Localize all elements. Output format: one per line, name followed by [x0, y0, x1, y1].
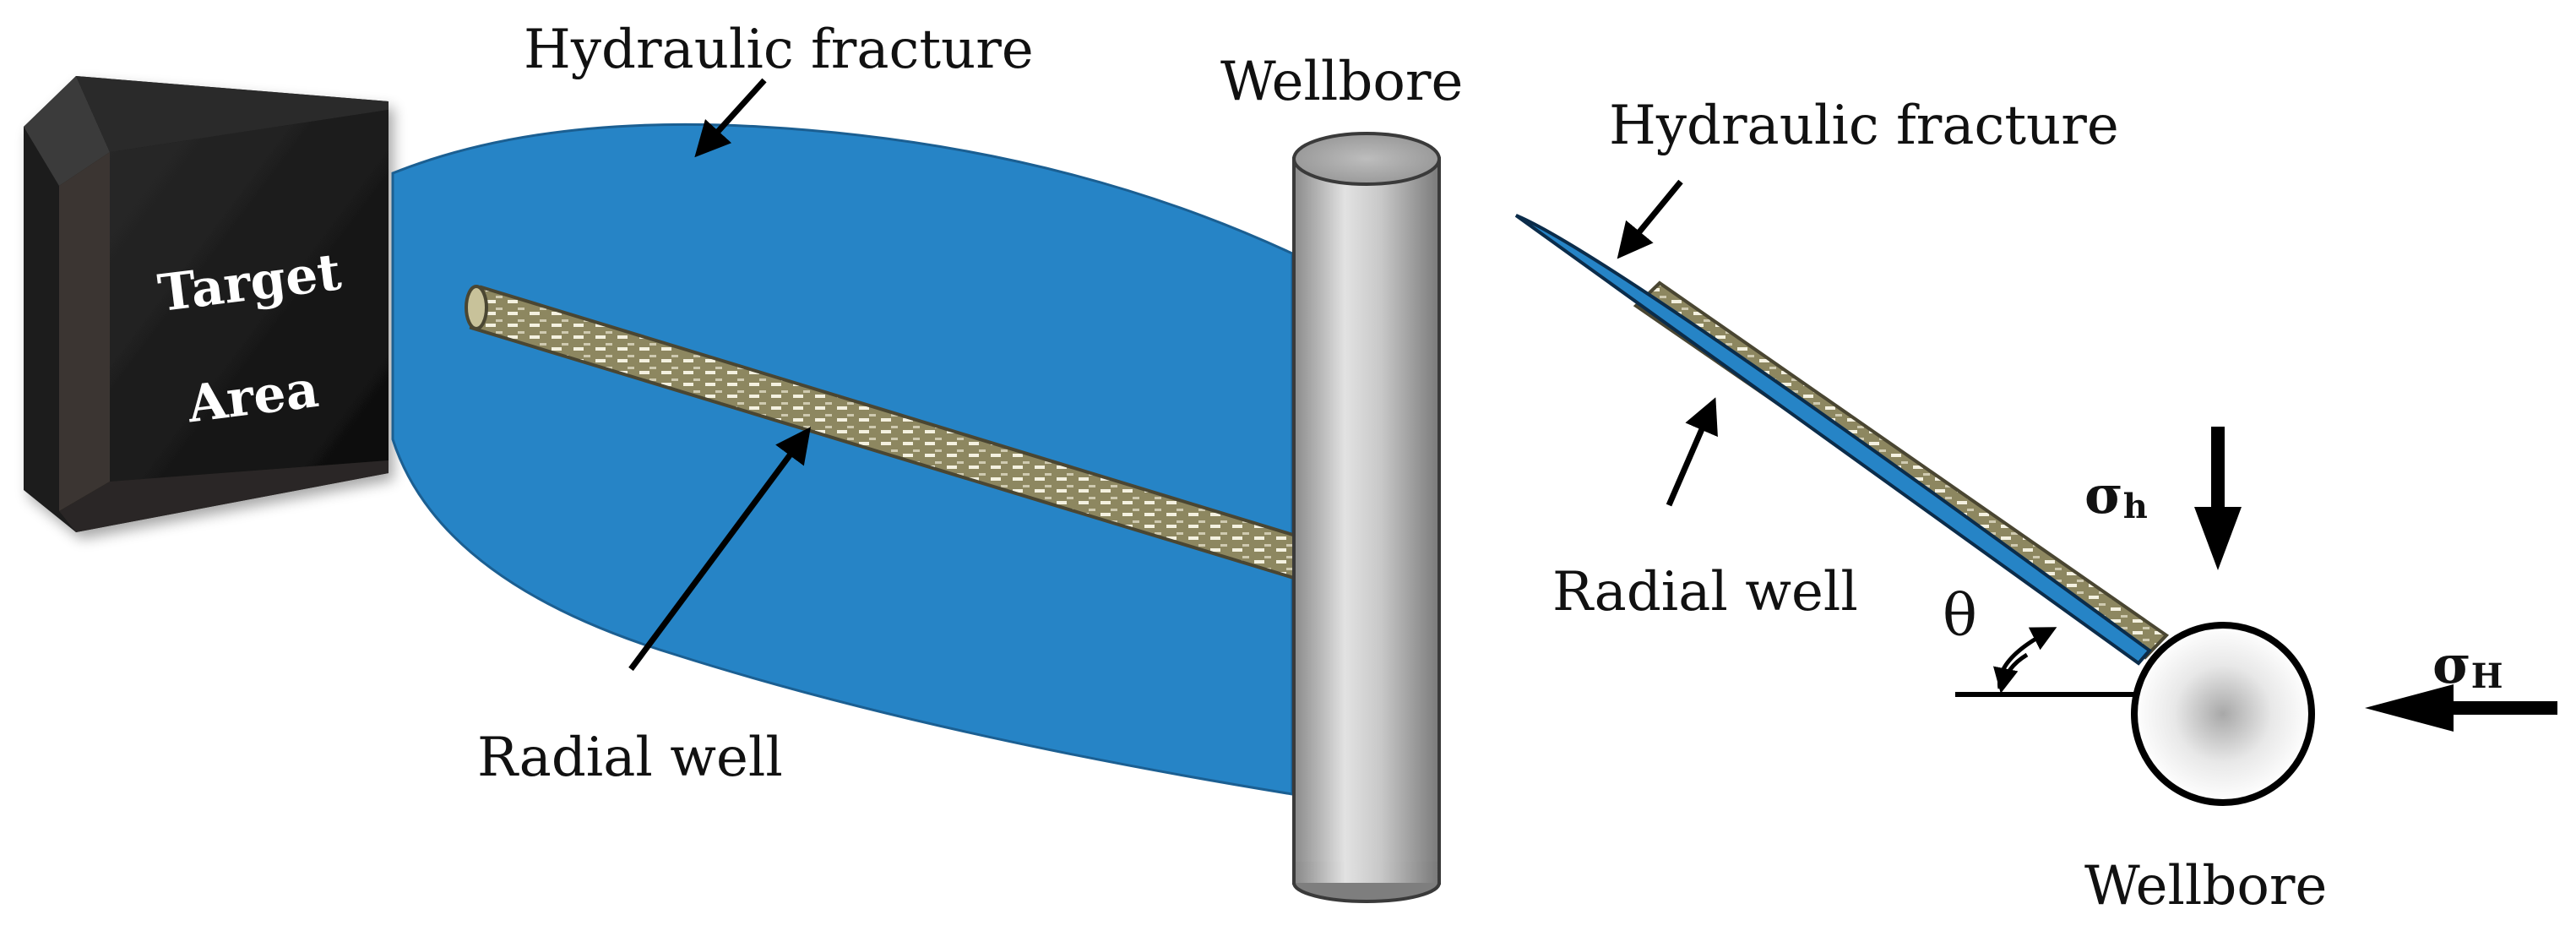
right-wellbore-circle — [2131, 622, 2315, 806]
hydraulic-fracture-plane — [391, 122, 1294, 796]
theta-label: θ — [1943, 583, 1977, 650]
right-panel: θ σh σH Hydraulic fracture Radial well W… — [1514, 95, 2557, 917]
sigma-H-subscript: H — [2471, 656, 2503, 696]
left-panel: Target Area Hydraulic fracture Wellbore … — [24, 19, 1463, 903]
left-radial-well-arrow — [628, 427, 812, 672]
sigma-H-symbol: σ — [2432, 634, 2471, 695]
sigma-H-arrow — [2365, 684, 2557, 732]
left-fracture-arrow — [694, 78, 767, 158]
right-wellbore-label: Wellbore — [2084, 855, 2327, 917]
sigma-h-label: σh — [2084, 464, 2148, 526]
box-front — [110, 110, 389, 482]
sigma-h-subscript: h — [2123, 487, 2148, 526]
target-area-box — [24, 76, 389, 532]
left-hydraulic-fracture-label: Hydraulic fracture — [524, 19, 1034, 81]
sigma-H-label: σH — [2432, 634, 2503, 696]
right-hydraulic-fracture-label: Hydraulic fracture — [1609, 95, 2119, 157]
right-fracture-arrow — [1617, 179, 1683, 259]
theta-arc — [1997, 627, 2057, 689]
right-radial-well-label: Radial well — [1552, 561, 1858, 623]
left-radial-well-label: Radial well — [477, 727, 783, 789]
right-hydraulic-fracture — [1514, 214, 2152, 666]
wellbore-cylinder — [1292, 132, 1441, 903]
left-wellbore-label: Wellbore — [1220, 51, 1463, 113]
right-radial-well-arrow — [1666, 397, 1718, 507]
sigma-h-symbol: σ — [2084, 464, 2123, 525]
sigma-h-arrow — [2194, 427, 2242, 570]
